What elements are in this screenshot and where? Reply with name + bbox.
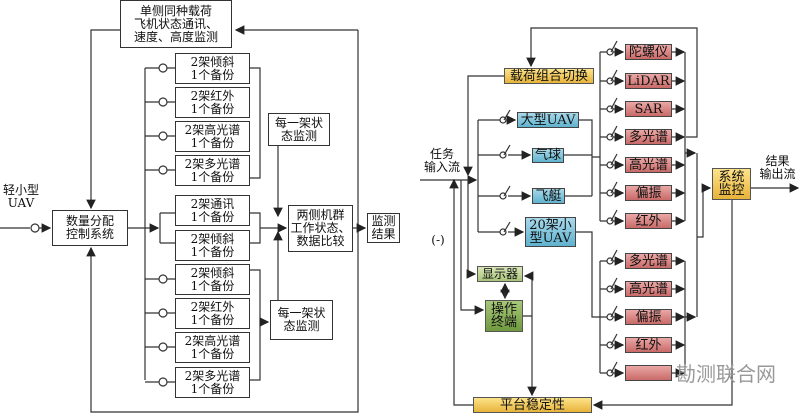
payload-group-box: 2架多光谱 1个备份 [175, 367, 250, 398]
switch-circle-icon [606, 189, 614, 197]
quantity-control-box: 数量分配 控制系统 [52, 210, 128, 246]
payload-box: 红外 [625, 337, 672, 353]
switch-circle-icon [158, 342, 168, 352]
switch-circle-icon [158, 377, 168, 387]
switch-icon [600, 153, 623, 165]
display-box: 显示器 [477, 266, 523, 282]
switch-icon [478, 144, 530, 155]
switch-icon [478, 185, 530, 196]
system-monitor-box: 系统 监控 [712, 168, 751, 200]
switch-circle-icon [606, 133, 614, 141]
switch-circle-icon [499, 116, 507, 124]
payload-group-box: 2架高光谱 1个备份 [175, 121, 250, 152]
switch-circle-icon [606, 341, 614, 349]
payload-switch-box: 载荷组合切换 [504, 68, 594, 84]
switch-circle-icon [158, 63, 168, 73]
switch-icon [600, 249, 623, 261]
switch-icon [600, 305, 623, 317]
payload-group-box: 2架红外 1个备份 [175, 298, 250, 329]
payload-box: 红外 [625, 213, 672, 229]
switch-icon [600, 69, 623, 81]
payload-group-box: 2架通讯 1个备份 [175, 195, 250, 226]
switch-circle-icon [158, 308, 168, 318]
switch-icon [600, 97, 623, 109]
switch-icon [600, 333, 623, 345]
payload-group-box: 2架倾斜 1个备份 [175, 264, 250, 295]
switch-circle-icon [606, 257, 614, 265]
payload-group-box: 2架倾斜 1个备份 [175, 230, 250, 261]
payload-box: 多光谱 [625, 253, 672, 269]
payload-box: 偏振 [625, 309, 672, 325]
payload-group-box: 2架多光谱 1个备份 [175, 155, 250, 186]
payload-box: LiDAR [625, 73, 672, 89]
switch-circle-icon [606, 313, 614, 321]
payload-box: 偏振 [625, 185, 672, 201]
payload-group-box: 2架红外 1个备份 [175, 87, 250, 118]
payload-group-box: 2架高光谱 1个备份 [175, 332, 250, 363]
switch-circle-icon [606, 217, 614, 225]
switch-icon [600, 40, 623, 52]
payload-box [625, 365, 672, 381]
payload-box: 高光谱 [625, 281, 672, 297]
lower-status-monitor-box: 每一架状 态监测 [270, 300, 333, 340]
negative-feedback-label: (-) [431, 233, 445, 247]
switch-icon [600, 125, 623, 137]
switch-circle-icon [499, 151, 507, 159]
payload-box: SAR [625, 101, 672, 117]
switch-icon [600, 181, 623, 193]
switch-circle-icon [606, 48, 614, 56]
switch-icon [478, 109, 515, 120]
switch-icon [600, 361, 623, 373]
platform-box: 气球 [532, 148, 564, 163]
platform-box: 大型UAV [517, 112, 579, 128]
upper-status-monitor-box: 每一架状 态监测 [268, 113, 330, 146]
result-box: 监测 结果 [367, 213, 400, 243]
switch-circle-icon [499, 192, 507, 200]
switch-circle-icon [606, 77, 614, 85]
task-input-label: 任务 输入流 [423, 147, 460, 174]
switch-circle-icon [158, 131, 168, 141]
switch-circle-icon [606, 161, 614, 169]
operation-terminal-box: 操作 终端 [485, 300, 523, 332]
watermark: 勘测联合网 [676, 362, 776, 386]
light-uav-label: 轻小型 UAV [2, 183, 39, 210]
payload-box: 高光谱 [625, 157, 672, 173]
switch-circle-icon [606, 105, 614, 113]
switch-circle-icon [158, 274, 168, 284]
compare-box: 两侧机群 工作状态、 数据比较 [288, 205, 353, 252]
payload-box: 陀螺仪 [625, 44, 672, 60]
result-output-label: 结果 输出流 [759, 154, 796, 181]
platform-box: 20架小 型UAV [525, 217, 576, 247]
switch-icon [600, 277, 623, 289]
switch-circle-icon [606, 285, 614, 293]
switch-circle-icon [606, 369, 614, 377]
switch-circle-icon [499, 228, 507, 236]
payload-group-box: 2架倾斜 1个备份 [175, 53, 250, 84]
platform-box: 飞艇 [532, 188, 565, 204]
platform-stability-box: 平台稳定性 [473, 397, 592, 413]
switch-circle-icon [158, 165, 168, 175]
switch-icon [600, 209, 623, 221]
switch-circle-icon [158, 97, 168, 107]
payload-box: 多光谱 [625, 129, 672, 145]
same-payload-monitor-box: 单侧同种载荷 飞机状态通讯、 速度、高度监测 [120, 0, 232, 48]
